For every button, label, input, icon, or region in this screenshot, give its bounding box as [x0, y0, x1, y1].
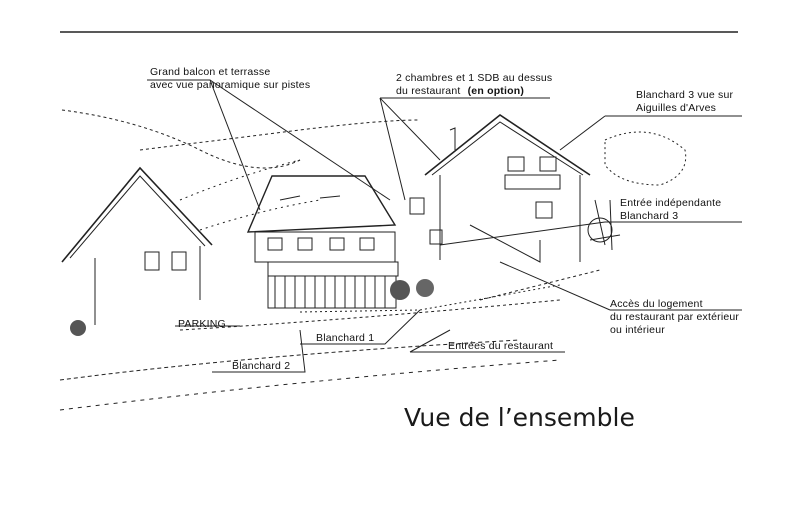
- label-rooms: 2 chambres et 1 SDB au dessus du restaur…: [396, 72, 552, 98]
- label-rooms-option: (en option): [467, 85, 525, 97]
- label-restaurant-entrances: Entrées du restaurant: [448, 340, 554, 352]
- label-rooms-line2-text: du restaurant: [396, 85, 461, 97]
- label-access-line3: ou intérieur: [610, 324, 665, 336]
- label-independent-entrance: Entrée indépendante Blanchard 3: [620, 197, 721, 223]
- label-blanchard2: Blanchard 2: [232, 360, 291, 372]
- label-balcony-line1: Grand balcon et terrasse: [150, 66, 271, 78]
- label-rooms-line2: du restaurant (en option): [396, 85, 552, 98]
- caption-title: Vue de l’ensemble: [404, 403, 635, 432]
- label-blanchard3-view: Blanchard 3 vue sur Aiguilles d'Arves: [636, 89, 733, 115]
- central-roof: [246, 175, 397, 233]
- label-access-line1: Accès du logement: [610, 298, 703, 310]
- label-rooms-line1: 2 chambres et 1 SDB au dessus: [396, 72, 553, 84]
- label-access: Accès du logement du restaurant par exté…: [610, 298, 739, 337]
- label-independent-entrance-line2: Blanchard 3: [620, 210, 679, 222]
- label-blanchard1: Blanchard 1: [316, 332, 375, 344]
- right-chalet-roof: [424, 114, 591, 176]
- label-blanchard3-view-line1: Blanchard 3 vue sur: [636, 89, 734, 101]
- left-chalet-roof: [61, 166, 213, 263]
- label-balcony: Grand balcon et terrasse avec vue panora…: [150, 66, 310, 92]
- label-access-line2: du restaurant par extérieur: [610, 311, 740, 323]
- label-independent-entrance-line1: Entrée indépendante: [620, 197, 722, 209]
- label-balcony-line2: avec vue panoramique sur pistes: [150, 79, 311, 91]
- label-parking: PARKING: [178, 318, 226, 330]
- label-blanchard3-view-line2: Aiguilles d'Arves: [636, 102, 717, 114]
